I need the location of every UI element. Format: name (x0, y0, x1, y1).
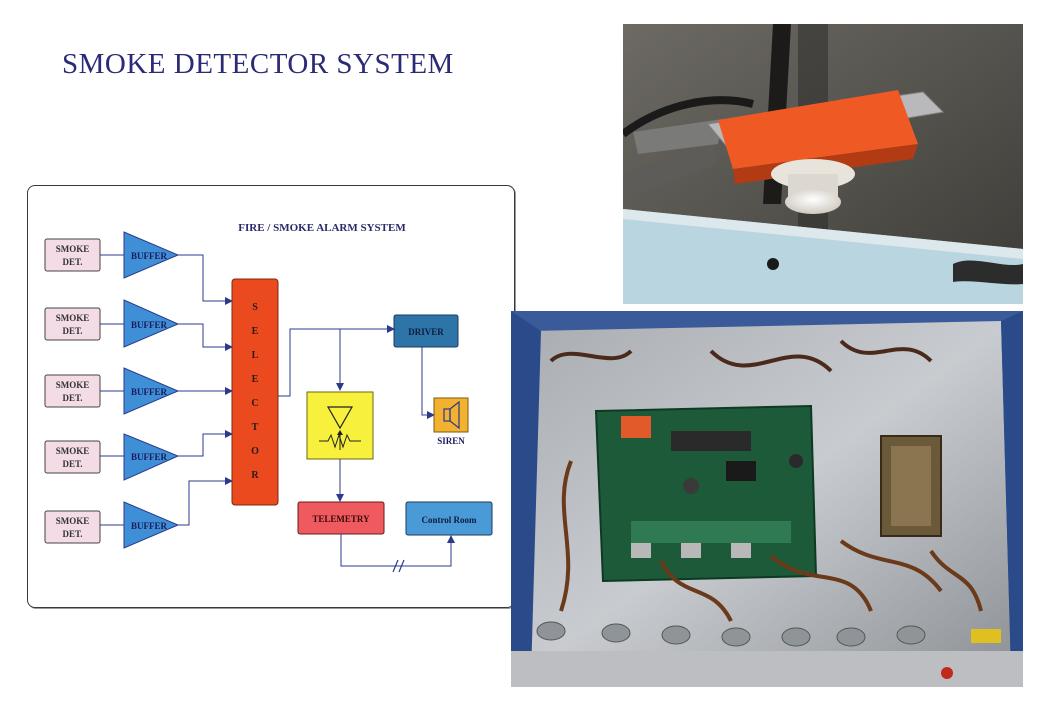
block-diagram: FIRE / SMOKE ALARM SYSTEM SMOKE DET. BUF… (44, 222, 493, 573)
detector-chain-3: SMOKE DET. BUFFER (44, 367, 233, 415)
driver-label: DRIVER (408, 327, 444, 337)
diagram-panel: FIRE / SMOKE ALARM SYSTEM SMOKE DET. BUF… (27, 185, 515, 608)
detector-chain-4: SMOKE DET. BUFFER (44, 430, 233, 481)
buffer-to-selector-wire (178, 254, 233, 305)
smoke-detector-box (44, 510, 101, 544)
amplifier-triangle-icon (326, 406, 354, 430)
telemetry-label: TELEMETRY (312, 514, 370, 524)
selector-letter: E (252, 374, 259, 385)
selector-block (231, 278, 279, 506)
page-title: SMOKE DETECTOR SYSTEM (62, 48, 454, 80)
selector-to-driver-wire (278, 325, 395, 397)
control-room-label: Control Room (421, 515, 477, 525)
buffer-to-selector-wire (178, 430, 233, 457)
buffer-triangle (123, 501, 180, 549)
smoke-detector-label-line1: SMOKE (56, 313, 90, 323)
buffer-label: BUFFER (131, 452, 168, 462)
driver-to-siren-wire (421, 347, 435, 419)
smoke-detector-label-line2: DET. (62, 257, 82, 267)
variable-resistor-icon (319, 430, 361, 450)
smoke-detector-label-line2: DET. (62, 393, 82, 403)
buffer-to-selector-wire (178, 323, 233, 351)
buffer-label: BUFFER (131, 521, 168, 531)
selector-letter: E (252, 326, 259, 337)
smoke-detector-label-line1: SMOKE (56, 380, 90, 390)
buffer-triangle (123, 367, 180, 415)
selector-letter: R (251, 470, 259, 481)
smoke-detector-label-line2: DET. (62, 459, 82, 469)
buffer-triangle (123, 299, 180, 348)
smoke-detector-label-line1: SMOKE (56, 446, 90, 456)
smoke-detector-photo (623, 24, 1023, 304)
smoke-detector-label-line1: SMOKE (56, 516, 90, 526)
telemetry-link-wire (340, 534, 455, 567)
selector-letter: O (251, 446, 259, 457)
control-box-photo (511, 311, 1023, 687)
smoke-detector-label-line1: SMOKE (56, 244, 90, 254)
diagram-title: FIRE / SMOKE ALARM SYSTEM (238, 222, 406, 234)
selector-letter: T (252, 422, 259, 433)
siren-block (433, 397, 469, 433)
selector-letter: C (251, 398, 258, 409)
smoke-detector-illustration (623, 24, 1023, 304)
link-break-symbol (392, 559, 405, 573)
buffer-triangle (123, 231, 180, 279)
detector-chain-2: SMOKE DET. BUFFER (44, 299, 233, 351)
selector-letter: L (252, 350, 259, 361)
buffer-label: BUFFER (131, 320, 168, 330)
selector-label: S E L E C T O R (251, 302, 259, 481)
buffer-to-selector-wire (178, 477, 233, 526)
detector-chain-5: SMOKE DET. BUFFER (44, 477, 233, 549)
buffer-label: BUFFER (131, 387, 168, 397)
siren-label: SIREN (437, 436, 465, 446)
detector-chain-1: SMOKE DET. BUFFER (44, 231, 233, 305)
speaker-icon (443, 400, 460, 430)
buffer-label: BUFFER (131, 251, 168, 261)
driver-block (393, 314, 459, 348)
smoke-detector-box (44, 440, 101, 474)
control-box-illustration (511, 311, 1023, 687)
smoke-detector-label-line2: DET. (62, 326, 82, 336)
buffer-triangle (123, 433, 180, 481)
selector-letter: S (252, 302, 258, 313)
smoke-detector-label-line2: DET. (62, 529, 82, 539)
